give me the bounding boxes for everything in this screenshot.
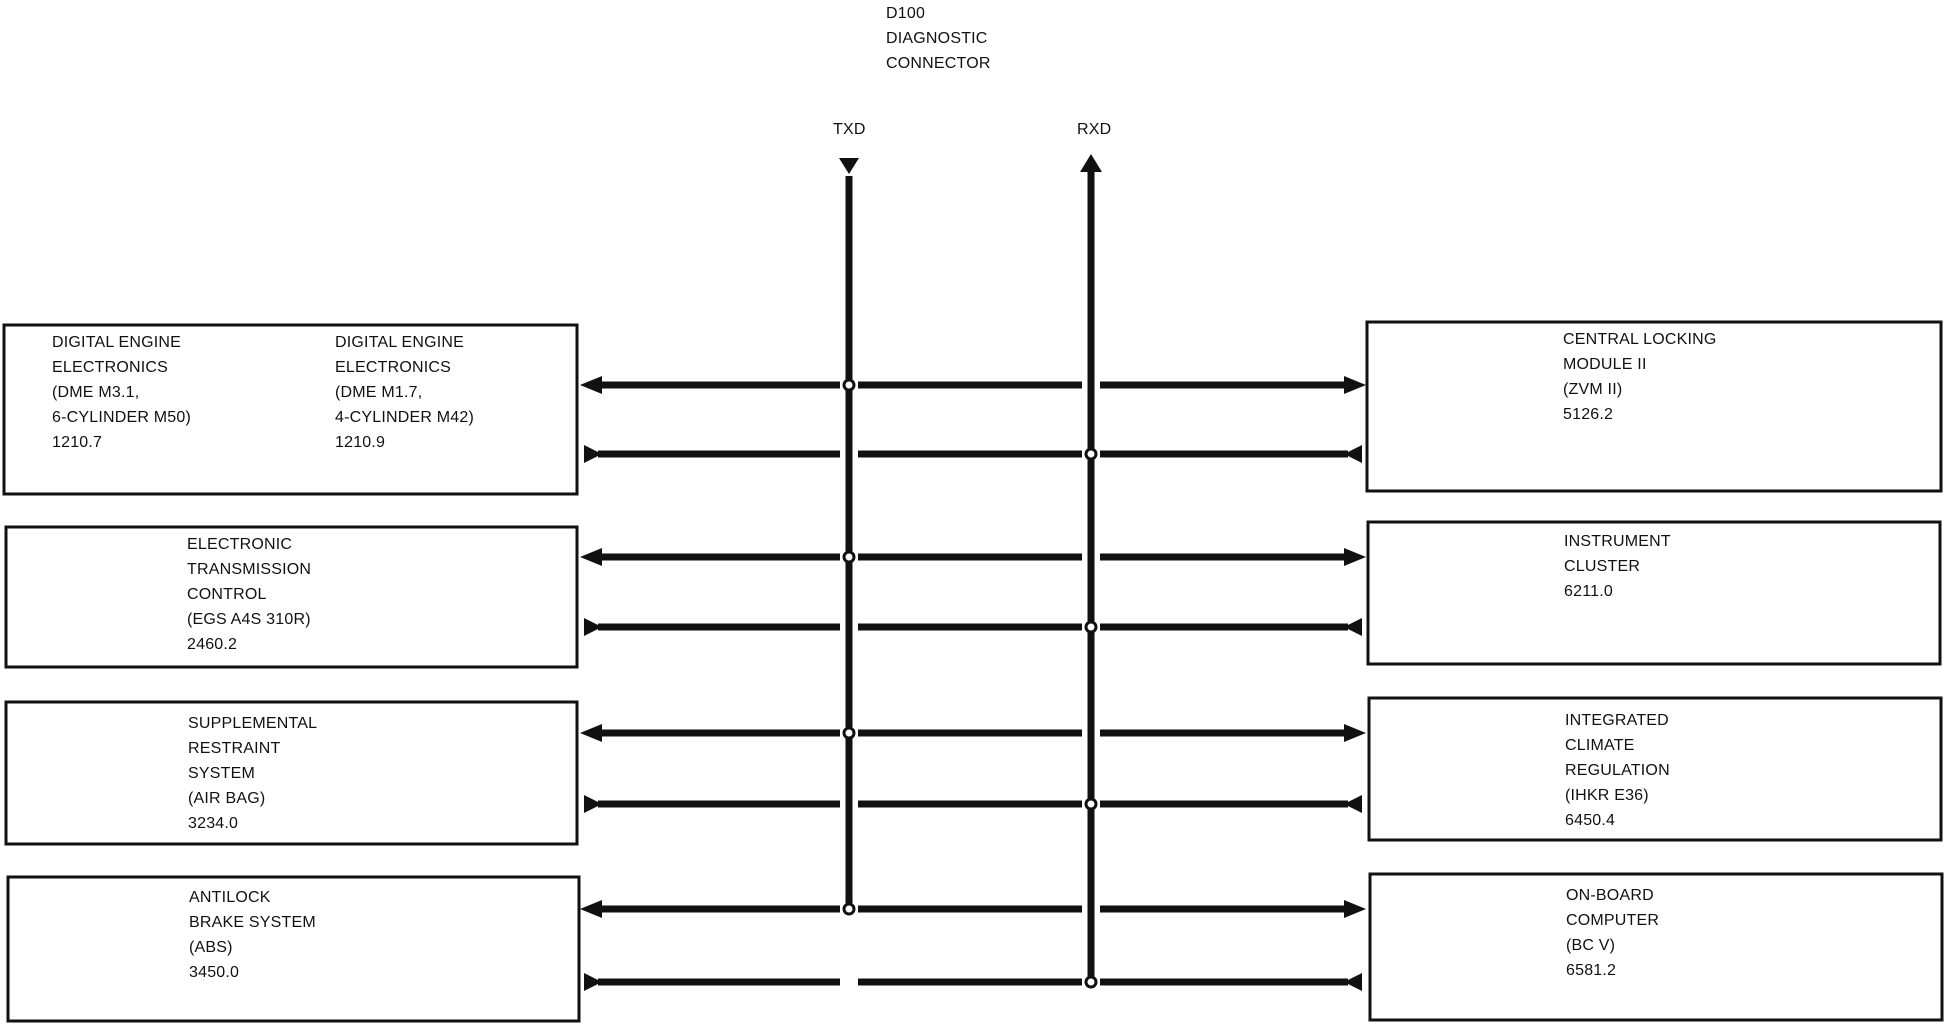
arrow-left-icon [580,724,602,742]
module-label-abs: ANTILOCK BRAKE SYSTEM (ABS) 3450.0 [189,885,316,985]
text-line: MODULE II [1563,356,1647,373]
arrow-right-icon [1344,548,1366,566]
text-line: 6450.4 [1565,812,1616,829]
arrow-inward-right-icon [1344,618,1362,636]
text-line: CLUSTER [1564,558,1641,575]
module-box-bc [1368,872,1944,1022]
arrow-inward-right-icon [1344,445,1362,463]
text-line: SUPPLEMENTAL [188,715,318,732]
bus-junction-dot [1084,797,1098,811]
bus-junction-dot [842,902,856,916]
text-line: (EGS A4S 310R) [187,611,311,628]
text-line: 3450.0 [189,964,240,981]
text-line: ELECTRONIC [187,536,293,553]
text-line: (IHKR E36) [1565,787,1649,804]
text-line: ELECTRONICS [52,359,168,376]
text-line: 2460.2 [187,636,238,653]
text-line: 6-CYLINDER M50) [52,409,192,426]
text-line: TRANSMISSION [187,561,312,578]
bus-junction-dot [1084,620,1098,634]
text-line: REGULATION [1565,762,1670,779]
text-line: ELECTRONICS [335,359,451,376]
rxd-label: RXD [1077,121,1112,138]
arrow-left-icon [580,900,602,918]
text-line: 1210.9 [335,434,386,451]
text-line: SYSTEM [188,765,255,782]
arrow-inward-left-icon [584,973,602,991]
text-line: 4-CYLINDER M42) [335,409,475,426]
text-line: ON-BOARD [1566,887,1654,904]
text-line: 6581.2 [1566,962,1617,979]
module-box-ihkr [1367,696,1943,842]
text-line: INSTRUMENT [1564,533,1671,550]
text-line: DIGITAL ENGINE [52,334,182,351]
bus-junction-dot [1084,975,1098,989]
module-label-dme-m17: DIGITAL ENGINE ELECTRONICS (DME M1.7, 4-… [335,330,474,455]
text-line: (DME M1.7, [335,384,423,401]
txd-arrow-down-icon [839,158,859,174]
connector-name-line2: CONNECTOR [886,55,991,72]
module-label-bc: ON-BOARD COMPUTER (BC V) 6581.2 [1566,883,1659,983]
text-line: 5126.2 [1563,406,1614,423]
module-label-egs: ELECTRONIC TRANSMISSION CONTROL (EGS A4S… [187,532,311,657]
arrow-left-icon [580,548,602,566]
text-line: (AIR BAG) [188,790,266,807]
text-line: CENTRAL LOCKING [1563,331,1717,348]
arrow-inward-right-icon [1344,973,1362,991]
module-label-dme-m31: DIGITAL ENGINE ELECTRONICS (DME M3.1, 6-… [52,330,191,455]
connector-id: D100 [886,5,926,22]
module-box-srs [4,700,579,846]
bus-junction-dot [842,550,856,564]
module-box-zvm [1365,320,1943,493]
text-line: CLIMATE [1565,737,1635,754]
text-line: 6211.0 [1564,583,1613,600]
text-line: INTEGRATED [1565,712,1669,729]
bus-junction-dot [1084,447,1098,461]
text-line: CONTROL [187,586,267,603]
module-box-egs [4,525,579,669]
text-line: BRAKE SYSTEM [189,914,316,931]
bus-junction-dot [842,726,856,740]
arrow-inward-left-icon [584,445,602,463]
rxd-arrow-up-icon [1080,154,1102,172]
connector-label: D100 DIAGNOSTIC CONNECTOR [886,1,991,76]
module-label-ic: INSTRUMENT CLUSTER 6211.0 [1564,529,1671,604]
text-line: COMPUTER [1566,912,1660,929]
text-line: 1210.7 [52,434,103,451]
arrow-inward-right-icon [1344,795,1362,813]
module-label-ihkr: INTEGRATED CLIMATE REGULATION (IHKR E36)… [1565,708,1670,833]
arrow-right-icon [1344,900,1366,918]
module-box-abs [6,875,581,1023]
txd-label: TXD [833,121,866,138]
arrow-inward-left-icon [584,795,602,813]
module-label-srs: SUPPLEMENTAL RESTRAINT SYSTEM (AIR BAG) … [188,711,317,836]
text-line: 3234.0 [188,815,239,832]
text-line: (ZVM II) [1563,381,1623,398]
arrow-inward-left-icon [584,618,602,636]
module-box-ic [1366,520,1942,666]
arrow-right-icon [1344,376,1366,394]
text-line: DIGITAL ENGINE [335,334,465,351]
arrow-right-icon [1344,724,1366,742]
text-line: RESTRAINT [188,740,281,757]
connector-name-line1: DIAGNOSTIC [886,30,988,47]
module-box-dme [2,323,579,496]
text-line: (BC V) [1566,937,1616,954]
module-label-zvm: CENTRAL LOCKING MODULE II (ZVM II) 5126.… [1563,327,1717,427]
text-line: (DME M3.1, [52,384,140,401]
bus-junction-dot [842,378,856,392]
text-line: (ABS) [189,939,233,956]
arrow-left-icon [580,376,602,394]
text-line: ANTILOCK [189,889,271,906]
